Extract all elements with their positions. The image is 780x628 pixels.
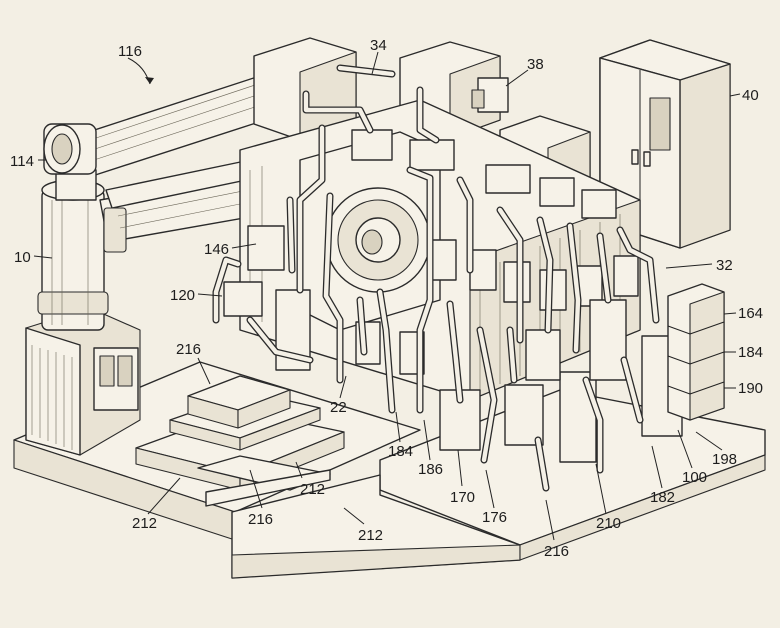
plate-stack: [135, 375, 345, 507]
ref-label-10: 10: [14, 249, 31, 266]
ref-label-212-left: 212: [132, 515, 157, 532]
ref-label-198: 198: [712, 451, 737, 468]
ref-label-34: 34: [370, 37, 387, 54]
ref-label-216-top: 216: [176, 341, 201, 358]
ref-label-116: 116: [118, 43, 142, 60]
ref-label-120: 120: [170, 287, 195, 304]
ref-label-184-center: 184: [388, 443, 413, 460]
ref-label-216-base: 216: [544, 543, 569, 560]
pipework: [212, 64, 660, 492]
leader-lines: [33, 51, 741, 541]
ref-label-182: 182: [650, 489, 675, 506]
ref-label-164: 164: [738, 305, 763, 322]
reference-labels: 116 34 38 40 114 10 146 120 32 164 184 1…: [10, 37, 763, 560]
ref-label-22: 22: [330, 399, 347, 416]
side-rack: [667, 283, 725, 421]
ref-label-212-right: 212: [300, 481, 325, 498]
ref-label-210: 210: [596, 515, 621, 532]
ref-label-38: 38: [527, 56, 544, 73]
ref-label-100: 100: [682, 469, 707, 486]
component-blocks: [223, 129, 683, 463]
ref-label-212-base: 212: [358, 527, 383, 544]
ref-label-170: 170: [450, 489, 475, 506]
ref-label-32: 32: [716, 257, 733, 274]
ref-label-216-bottom: 216: [248, 511, 273, 528]
ref-label-184-right: 184: [738, 344, 763, 361]
ref-label-40: 40: [742, 87, 759, 104]
ref-label-114: 114: [10, 153, 34, 170]
ref-label-186: 186: [418, 461, 443, 478]
ref-label-190: 190: [738, 380, 763, 397]
ref-label-176: 176: [482, 509, 507, 526]
ref-label-146: 146: [204, 241, 229, 258]
